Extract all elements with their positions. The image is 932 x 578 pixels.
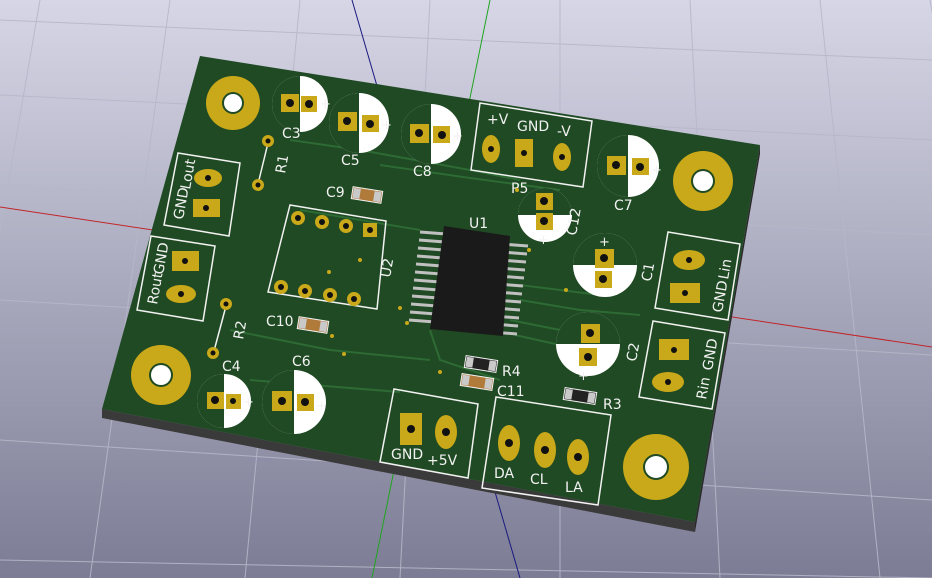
rin-label: Rin: [694, 376, 714, 401]
rout-label: Rout: [145, 271, 166, 306]
connector-lout: [163, 152, 241, 237]
svg-text:+: +: [316, 399, 327, 414]
power-gnd-label: GND: [391, 447, 423, 463]
capacitor-c4: +: [197, 374, 254, 428]
connector-control: [481, 396, 612, 506]
resistor-r1: [252, 135, 274, 191]
svg-text:+: +: [320, 97, 331, 112]
ic-u1: [408, 226, 529, 336]
mounting-hole-top-right: [673, 151, 733, 211]
lin-gnd-label: GND: [710, 279, 731, 313]
la-label: LA: [565, 480, 583, 496]
ic-u2: [267, 204, 387, 310]
svg-text:+: +: [381, 118, 392, 133]
capacitor-c5: +: [329, 93, 392, 153]
vias: [327, 188, 568, 374]
capacitor-c11: [459, 372, 495, 392]
connector-p5: [470, 102, 593, 188]
connector-power: [379, 388, 479, 479]
capacitor-c7: +: [597, 135, 662, 197]
c7-label: C7: [614, 198, 633, 214]
p5-label: P5: [511, 181, 528, 197]
svg-text:+: +: [651, 163, 662, 178]
capacitor-c1: +: [573, 233, 637, 297]
resistor-r3: [562, 386, 598, 406]
c1-label: C1: [639, 262, 658, 283]
r3-label: R3: [603, 397, 622, 413]
da-label: DA: [494, 466, 515, 482]
lout-gnd-label: GND: [171, 186, 192, 220]
capacitor-c8: +: [401, 104, 463, 164]
rin-gnd-label: GND: [700, 337, 721, 371]
r2-label: R2: [231, 320, 250, 341]
board-edge-right: [695, 145, 760, 532]
board-edge: [102, 409, 695, 532]
connector-lin: [654, 231, 741, 321]
c9-label: C9: [326, 185, 345, 201]
p5-pin2-label: GND: [517, 119, 549, 135]
connector-rout: [136, 235, 216, 322]
r1-label: R1: [273, 154, 292, 175]
u2-label: U2: [378, 257, 397, 279]
u1-label: U1: [469, 216, 488, 232]
c6-label: C6: [292, 354, 311, 370]
mounting-hole-top-left: [206, 76, 260, 130]
c3-label: C3: [282, 126, 301, 142]
capacitor-c9: [350, 186, 384, 204]
capacitor-c2: +: [556, 312, 620, 384]
resistor-r2: [207, 298, 232, 359]
mounting-hole-bottom-left: [131, 345, 191, 405]
power-5v-label: +5V: [427, 453, 458, 469]
lout-label: Lout: [178, 157, 199, 190]
capacitor-c12: +: [518, 188, 572, 248]
capacitor-c3: +: [272, 76, 331, 132]
c2-label: C2: [624, 342, 643, 363]
resistor-r4: [463, 354, 499, 374]
c4-label: C4: [222, 359, 241, 375]
c11-label: C11: [497, 384, 525, 400]
capacitor-c10: [296, 316, 330, 334]
cl-label: CL: [530, 472, 548, 488]
connector-rin: [638, 320, 726, 410]
c12-label: C12: [564, 207, 585, 237]
c8-label: C8: [413, 164, 432, 180]
svg-text:+: +: [599, 235, 610, 250]
mounting-hole-bottom-right: [623, 434, 689, 500]
p5-pin1-label: +V: [487, 112, 509, 128]
svg-text:+: +: [538, 233, 549, 248]
c10-label: C10: [266, 314, 294, 330]
p5-pin3-label: -V: [557, 124, 571, 140]
capacitor-c6: +: [262, 370, 327, 434]
svg-text:+: +: [243, 395, 254, 410]
svg-text:+: +: [452, 129, 463, 144]
c5-label: C5: [341, 153, 360, 169]
r4-label: R4: [502, 364, 521, 380]
rout-gnd-label: GND: [151, 241, 172, 275]
lin-label: Lin: [716, 258, 735, 281]
svg-text:+: +: [578, 369, 589, 384]
